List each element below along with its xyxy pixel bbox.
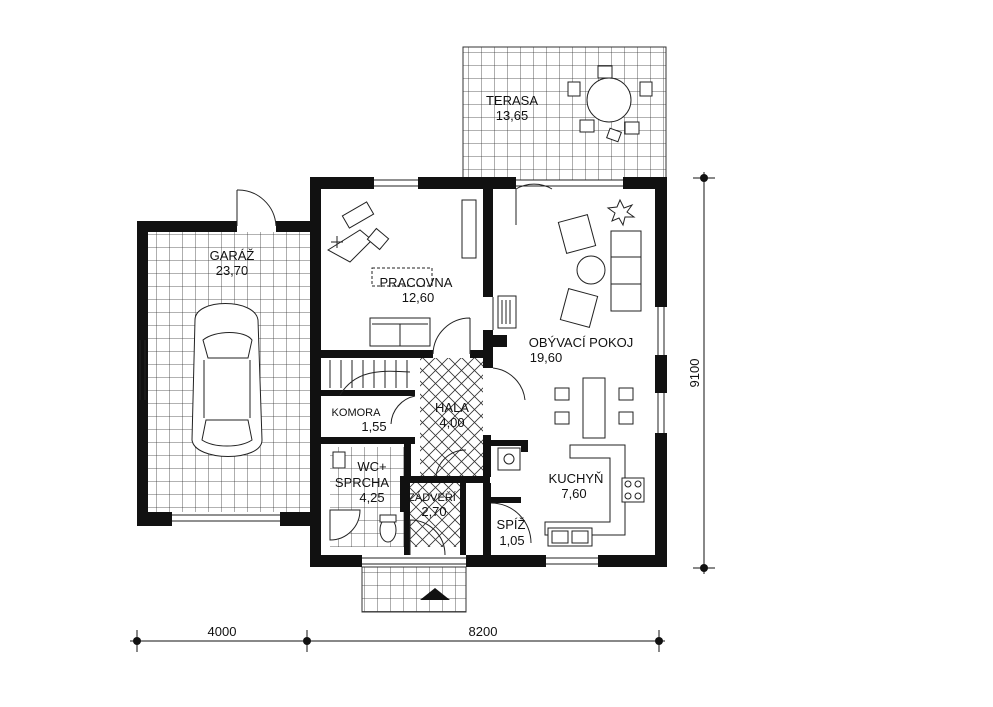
furniture <box>191 65 653 600</box>
room-name-hala: HALA <box>435 400 469 415</box>
entrance-step <box>361 566 467 613</box>
room-name-zadveri: ZÁDVEŘÍ <box>408 491 457 504</box>
staircase <box>329 360 411 396</box>
dimension-lines: 4000 8200 9100 <box>130 172 715 652</box>
room-area-spiz: 1,05 <box>499 533 524 548</box>
room-area-kuchyn: 7,60 <box>561 486 586 501</box>
room-name-pracovna: PRACOVNA <box>380 275 453 290</box>
dimension-height: 9100 <box>687 359 702 388</box>
room-name-wc: WC+ <box>357 459 386 474</box>
room-name-obyvaci: OBÝVACÍ POKOJ <box>529 335 634 350</box>
room-area-hala: 4,00 <box>439 415 464 430</box>
dimension-left-width: 4000 <box>208 624 237 639</box>
terrace-floor <box>462 46 667 181</box>
vestibule-floor <box>410 482 460 547</box>
bathroom-fixtures <box>329 451 397 543</box>
room-name-spiz: SPÍŽ <box>497 517 526 532</box>
terrace-table-icon <box>567 65 653 143</box>
room-area-zadveri: 2,70 <box>421 504 446 519</box>
hall-floor <box>420 358 483 482</box>
room-area-pracovna: 12,60 <box>402 290 435 305</box>
kitchen-furniture <box>497 444 645 547</box>
windows <box>139 179 665 565</box>
room-name-komora: KOMORA <box>332 407 382 419</box>
walls <box>137 177 667 567</box>
room-area-garaz: 23,70 <box>216 263 249 278</box>
room-name-garaz: GARÁŽ <box>210 248 255 263</box>
doors <box>236 183 553 556</box>
room-area-wc: 4,25 <box>359 490 384 505</box>
room-labels: TERASA 13,65 GARÁŽ 23,70 PRACOVNA 12,60 … <box>210 93 634 548</box>
room-area-terasa: 13,65 <box>496 108 529 123</box>
room-area-komora: 1,55 <box>361 419 386 434</box>
living-room-furniture <box>493 198 642 439</box>
room-name-kuchyn: KUCHYŇ <box>549 471 604 486</box>
room-name-terasa: TERASA <box>486 93 538 108</box>
entrance-arrow-icon <box>420 588 450 600</box>
office-furniture <box>327 199 477 347</box>
car-icon <box>191 303 263 457</box>
room-name-sprcha: SPRCHA <box>335 475 390 490</box>
room-area-obyvaci: 19,60 <box>530 350 563 365</box>
dimension-right-width: 8200 <box>469 624 498 639</box>
